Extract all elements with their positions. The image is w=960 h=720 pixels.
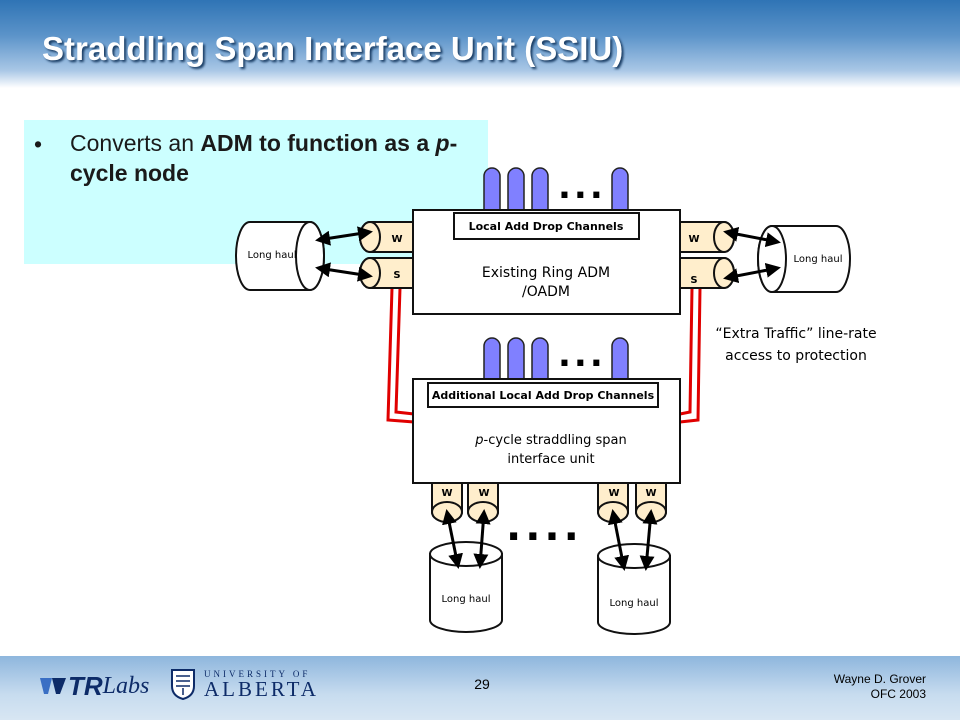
- long-haul-right-label: Long haul: [794, 254, 843, 265]
- ssiu-title-line1: p-cycle straddling span: [474, 433, 626, 448]
- left-port-w: W: [391, 234, 402, 245]
- footer-bar: [0, 656, 960, 720]
- trlabs-logo-labs: Labs: [102, 672, 150, 699]
- bullet-text-bold: ADM to function as a: [200, 130, 436, 156]
- protection-link-right-outer: [679, 287, 702, 424]
- adm-title-line1: Existing Ring ADM: [482, 265, 610, 281]
- dots-top: ...: [558, 167, 606, 207]
- bottom-port-w4: W: [645, 488, 656, 499]
- left-port-s: S: [393, 270, 400, 281]
- bottom-port-w2: W: [478, 488, 489, 499]
- protection-link-right-inner: [679, 287, 694, 416]
- venue: OFC 2003: [870, 687, 926, 701]
- dots-mid: ...: [558, 335, 606, 375]
- bullet-marker: •: [34, 131, 43, 157]
- author-block: Wayne D. Grover OFC 2003: [834, 672, 926, 702]
- ualberta-logo: UNIVERSITY OF ALBERTA: [170, 668, 319, 700]
- ualberta-logo-big: ALBERTA: [204, 676, 319, 701]
- bullet-text-plain: Converts an: [70, 130, 201, 156]
- author-name: Wayne D. Grover: [833, 672, 926, 686]
- ssiu-title-italic-p: p: [474, 433, 483, 448]
- adm-channel-group: [483, 167, 629, 219]
- protection-link-left-outer: [386, 287, 415, 424]
- bottom-port-w1: W: [441, 488, 452, 499]
- ssiu-title-line1-rest: -cycle straddling span: [484, 433, 627, 448]
- title-bar: [0, 0, 960, 88]
- extra-traffic-line1: “Extra Traffic” line-rate: [715, 326, 876, 342]
- dots-bottom: ....: [506, 504, 583, 550]
- trlabs-logo-tr: TR: [68, 670, 103, 701]
- left-arrows: [315, 226, 373, 282]
- ssiu-channel-group: [483, 337, 629, 387]
- adm-box: Local Add Drop Channels Existing Ring AD…: [412, 209, 681, 315]
- ssiu-box: Additional Local Add Drop Channels p-cyc…: [412, 378, 681, 484]
- right-arrows: [723, 226, 781, 284]
- right-ports: W S: [679, 221, 735, 289]
- ualberta-logo-small: UNIVERSITY OF: [204, 668, 311, 679]
- long-haul-bottom-right: Long haul: [597, 543, 671, 635]
- long-haul-left: Long haul: [235, 221, 325, 291]
- right-port-w: W: [688, 234, 699, 245]
- bottom-arrows: [442, 509, 658, 571]
- long-haul-right: Long haul: [757, 225, 851, 293]
- adm-banner: Local Add Drop Channels: [469, 220, 624, 233]
- page-number: 29: [474, 676, 490, 692]
- protection-link-left-inner: [394, 287, 415, 416]
- protection-links: [386, 287, 702, 424]
- bullet-text-bold-end: -cycle node: [70, 130, 458, 186]
- adm-banner-box: [453, 212, 640, 240]
- long-haul-bottom-left-label: Long haul: [442, 594, 491, 605]
- extra-traffic-line2: access to protection: [725, 348, 867, 364]
- ssiu-title-line2: interface unit: [507, 452, 594, 467]
- long-haul-bottom-left: Long haul: [429, 541, 503, 633]
- long-haul-left-label: Long haul: [248, 250, 297, 261]
- ssiu-banner-box: [427, 382, 659, 408]
- ualberta-crest-icon: [171, 669, 195, 700]
- ssiu-banner: Additional Local Add Drop Channels: [432, 389, 655, 402]
- bullet-text-italic: p: [435, 130, 450, 156]
- trlabs-mark-icon: [40, 678, 66, 694]
- right-port-s: S: [690, 275, 697, 286]
- adm-title-line2: /OADM: [522, 284, 570, 300]
- slide-title: Straddling Span Interface Unit (SSIU): [42, 30, 624, 67]
- long-haul-bottom-right-label: Long haul: [610, 598, 659, 609]
- bullet-text: Converts an ADM to function as a p-cycle…: [70, 128, 480, 188]
- bottom-port-w3: W: [608, 488, 619, 499]
